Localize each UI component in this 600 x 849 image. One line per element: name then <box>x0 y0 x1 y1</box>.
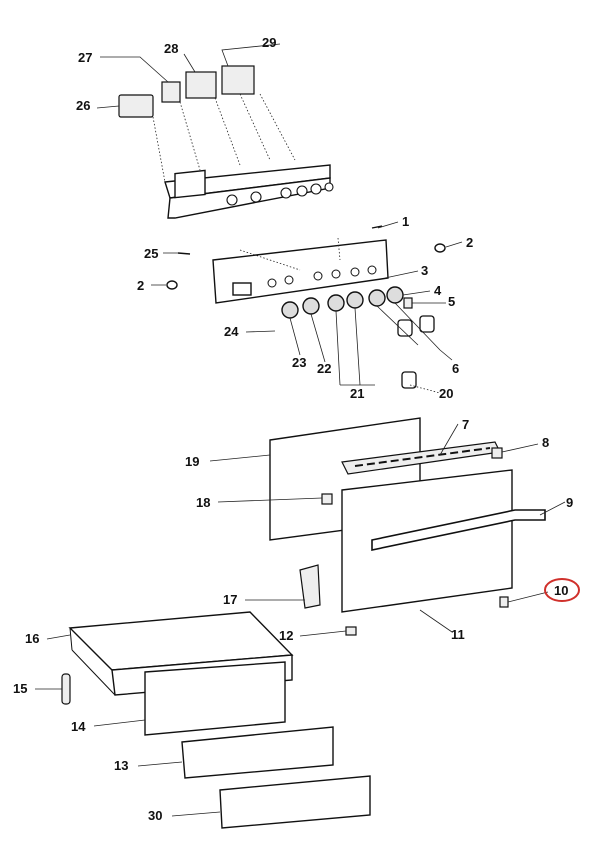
callout-16: 16 <box>25 631 39 646</box>
hinge-part-8 <box>491 447 503 459</box>
knob-rings <box>281 286 404 319</box>
switch-part-29 <box>221 65 255 95</box>
connector-part-27 <box>161 81 181 103</box>
callout-3: 3 <box>421 263 428 278</box>
callout-10[interactable]: 10 <box>554 583 568 598</box>
highlight-circle <box>544 578 580 602</box>
callout-labels: 27 28 29 26 1 25 2 2 3 4 5 6 24 23 22 21… <box>13 35 580 823</box>
callout-13: 13 <box>114 758 128 773</box>
hinge-part-12 <box>345 626 357 636</box>
drawer-handle-part-15 <box>61 673 71 705</box>
callout-26: 26 <box>76 98 90 113</box>
callout-11: 11 <box>451 627 465 642</box>
callout-1: 1 <box>402 214 409 229</box>
callout-5: 5 <box>448 294 455 309</box>
knobs <box>397 315 435 389</box>
callout-30: 30 <box>148 808 162 823</box>
callout-20: 20 <box>439 386 453 401</box>
drawer-front-part-14 <box>144 661 286 736</box>
callout-28: 28 <box>164 41 178 56</box>
leader-lines <box>35 43 566 817</box>
hinge-part-10 <box>499 596 509 608</box>
igniter-part-5 <box>403 297 413 309</box>
callout-27: 27 <box>78 50 92 65</box>
callout-14: 14 <box>71 719 86 734</box>
rear-control-panel <box>164 164 334 219</box>
screw-part-1 <box>371 225 383 229</box>
callout-19: 19 <box>185 454 199 469</box>
oven-door-part-11 <box>341 469 513 613</box>
door-handle-part-9 <box>371 509 546 551</box>
screw-part-25 <box>177 252 191 255</box>
callout-29: 29 <box>262 35 276 50</box>
front-control-panel <box>212 239 389 304</box>
callout-25: 25 <box>144 246 158 261</box>
timer-part-26 <box>118 94 154 118</box>
callout-8: 8 <box>542 435 549 450</box>
grommet-part-2-right <box>434 243 446 253</box>
callout-18: 18 <box>196 495 210 510</box>
callout-23: 23 <box>292 355 306 370</box>
hinge-bracket-part-17 <box>299 564 321 609</box>
callout-21: 21 <box>350 386 364 401</box>
drawer-panel-part-13 <box>181 726 334 779</box>
switch-part-28 <box>185 71 217 99</box>
callout-2-right: 2 <box>466 235 473 250</box>
drawer-panel-part-30 <box>219 775 371 829</box>
callout-9: 9 <box>566 495 573 510</box>
grommet-part-2-left <box>166 280 178 290</box>
callout-15: 15 <box>13 681 27 696</box>
callout-4: 4 <box>434 283 442 298</box>
callout-2-left: 2 <box>137 278 144 293</box>
callout-6: 6 <box>452 361 459 376</box>
callout-7: 7 <box>462 417 469 432</box>
callout-17: 17 <box>223 592 237 607</box>
hinge-part-18 <box>321 493 333 505</box>
callout-12: 12 <box>279 628 293 643</box>
callout-22: 22 <box>317 361 331 376</box>
callout-24: 24 <box>224 324 239 339</box>
